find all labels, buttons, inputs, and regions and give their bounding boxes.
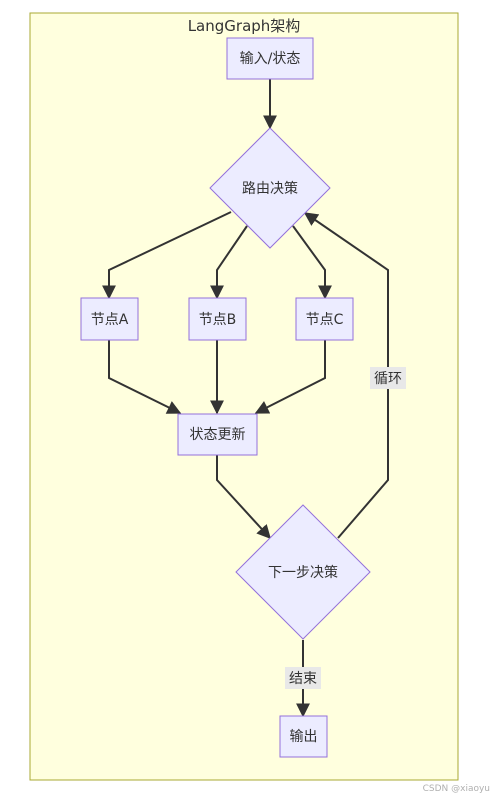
node-input-state: 输入/状态 <box>226 37 314 80</box>
edge-label-loop-bg <box>370 367 406 389</box>
node-c: 节点C <box>295 297 354 341</box>
node-route-decision-label: 路由决策 <box>242 180 298 197</box>
edge-update-to-next <box>216 455 271 540</box>
edge-node-a-to-update <box>108 340 182 414</box>
node-next-step-decision-label: 下一步决策 <box>268 564 338 581</box>
node-input-state-label: 输入/状态 <box>240 51 301 67</box>
cluster-title: LangGraph架构 <box>188 17 301 35</box>
node-a: 节点A <box>80 297 139 341</box>
node-b: 节点B <box>188 297 247 341</box>
edge-label-end: 结束 <box>289 671 317 687</box>
node-route-decision: 路由决策 <box>209 127 331 249</box>
edge-route-to-node-b <box>210 225 248 300</box>
node-output: 输出 <box>279 715 328 758</box>
edge-node-c-to-update <box>254 340 326 414</box>
node-next-step-decision: 下一步决策 <box>235 504 371 640</box>
node-state-update: 状态更新 <box>177 413 258 456</box>
edge-label-end-bg <box>285 667 321 689</box>
edge-route-to-node-a <box>102 211 232 300</box>
node-a-label: 节点A <box>91 312 129 328</box>
node-output-label: 输出 <box>290 729 318 745</box>
node-state-update-label: 状态更新 <box>190 427 246 443</box>
node-b-label: 节点B <box>199 312 237 328</box>
edge-route-to-node-c <box>292 225 332 300</box>
edge-label-loop: 循环 <box>374 371 402 387</box>
cluster-box <box>29 12 459 781</box>
node-c-label: 节点C <box>306 312 344 328</box>
watermark: CSDN @xiaoyu <box>423 784 490 794</box>
